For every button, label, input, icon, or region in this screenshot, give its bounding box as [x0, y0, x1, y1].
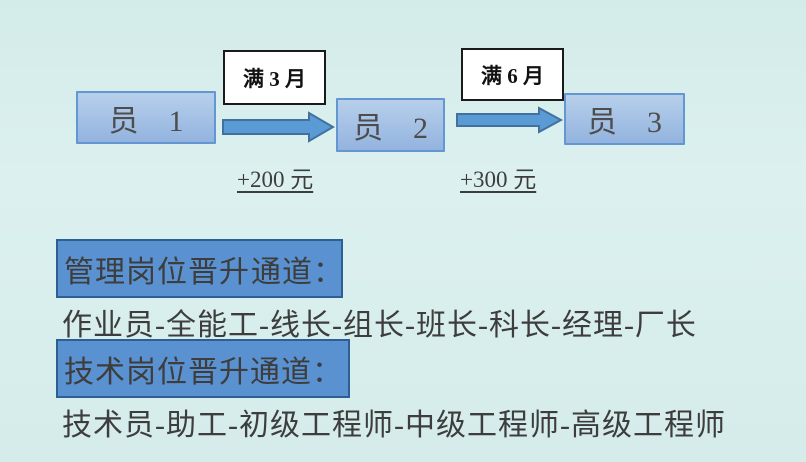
technical-title-label: 技术岗位晋升通道： — [64, 355, 343, 389]
condition-label-6-months: 满 6 月 — [481, 63, 544, 88]
raise-label-200: +200 元 — [237, 167, 314, 192]
management-title-post-cursor: 通道： — [251, 255, 344, 289]
stage-label-1: 员 1 — [108, 104, 184, 138]
stage-label-3: 员 3 — [587, 106, 662, 139]
stage-box-yuan-1[interactable]: 员 1 — [76, 91, 216, 144]
right-arrow-shape-1 — [222, 111, 335, 143]
management-channel-path[interactable]: 作业员-全能工-线长-组长-班长-科长-经理-厂长 — [62, 309, 697, 342]
management-channel-title[interactable]: 管理岗位晋升通道： — [56, 239, 343, 298]
right-arrow-shape-2 — [456, 106, 564, 134]
technical-channel-path[interactable]: 技术员-助工-初级工程师-中级工程师-高级工程师 — [62, 409, 726, 442]
condition-box-3-months[interactable]: 满 3 月 — [223, 50, 326, 105]
raise-label-300: +300 元 — [460, 167, 537, 192]
stage-box-yuan-3[interactable]: 员 3 — [564, 93, 685, 145]
technical-channel-title[interactable]: 技术岗位晋升通道： — [56, 339, 350, 398]
stage-label-2: 员 2 — [353, 112, 428, 145]
condition-box-6-months[interactable]: 满 6 月 — [461, 48, 564, 101]
right-arrow-icon-1[interactable] — [221, 111, 335, 143]
right-arrow-icon-2[interactable] — [455, 106, 564, 134]
condition-label-3-months: 满 3 月 — [243, 66, 306, 91]
stage-box-yuan-2[interactable]: 员 2 — [336, 98, 445, 152]
management-title-pre-cursor: 管理岗位晋升 — [64, 255, 250, 289]
